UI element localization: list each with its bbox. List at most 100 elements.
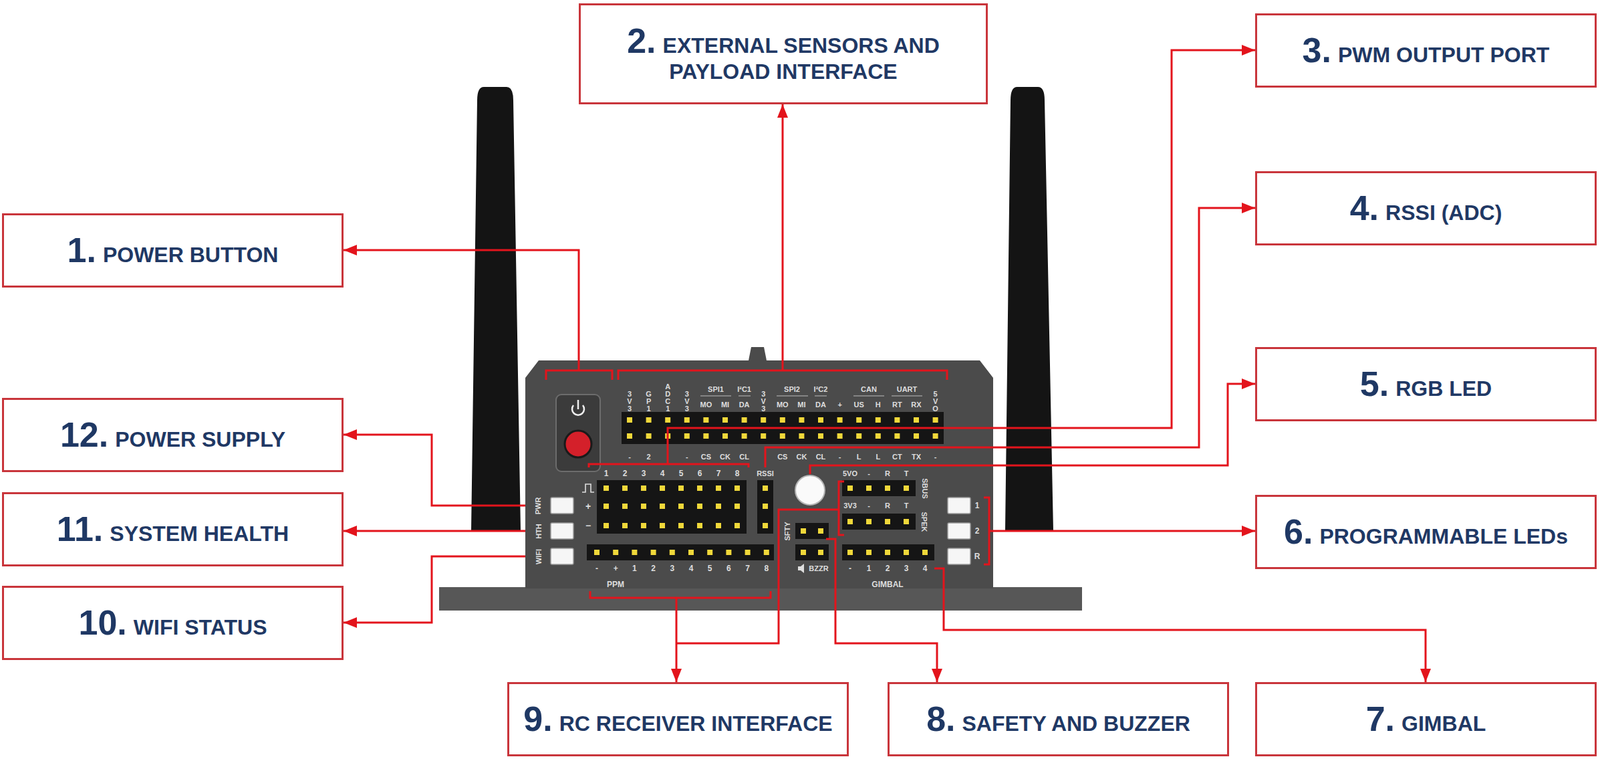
callout-box: 10.WIFI STATUS	[2, 585, 344, 660]
pin	[722, 417, 728, 423]
pin-label: R	[884, 469, 891, 478]
callout-box: 11.SYSTEM HEALTH	[2, 491, 344, 567]
pin	[703, 433, 709, 439]
pin	[678, 522, 684, 528]
group-underline	[853, 395, 885, 397]
pin-label: 2	[646, 453, 651, 461]
pin	[779, 433, 786, 439]
pin-label: 2	[622, 469, 628, 478]
pin-label: 2	[885, 564, 891, 573]
leader-line	[343, 556, 526, 623]
led	[947, 497, 971, 514]
pin	[800, 527, 807, 534]
pin-label: I²C1	[737, 385, 752, 393]
callout-label: POWER SUPPLY	[114, 427, 286, 452]
callout-box: 12.POWER SUPPLY	[2, 397, 344, 472]
pin	[715, 522, 722, 528]
callout-text: 1.POWER BUTTON	[67, 232, 279, 268]
leader-line	[781, 104, 784, 371]
pin-label: CL	[739, 453, 750, 461]
callout-box: 5.RGB LED	[1255, 346, 1597, 422]
callout-number: 10.	[78, 602, 127, 642]
callout-box: 3.PWM OUTPUT PORT	[1255, 13, 1597, 88]
power-button	[564, 430, 592, 458]
group-underline	[738, 395, 751, 397]
pin-label: SPI1	[707, 385, 724, 393]
header-strip	[842, 544, 935, 561]
header-strip	[795, 522, 829, 539]
callout-label: RGB LED	[1395, 376, 1492, 401]
pin	[800, 549, 807, 555]
pin	[903, 518, 909, 524]
pin	[622, 503, 628, 509]
callout-number: 11.	[56, 509, 103, 549]
pin-label: PPM	[606, 580, 625, 589]
callout-label: RSSI (ADC)	[1385, 200, 1502, 225]
pin-label: -	[934, 453, 938, 461]
pin	[626, 417, 633, 423]
led	[550, 497, 574, 514]
leader-line	[989, 529, 1256, 532]
leader-line	[838, 481, 845, 535]
pin-label: SFTY	[783, 521, 792, 541]
pin-label: GP1	[644, 390, 653, 413]
pin	[722, 433, 728, 439]
pin-label: 3V3	[683, 390, 691, 413]
pin-label: -	[867, 501, 871, 510]
pin	[659, 485, 665, 491]
leader-line	[343, 529, 526, 532]
callout-number: 6.	[1283, 511, 1313, 551]
pin-label: 7	[716, 469, 722, 478]
pin	[762, 503, 768, 509]
pin	[664, 417, 671, 423]
pin	[741, 433, 748, 439]
pin-label: L	[875, 453, 881, 461]
rgb-led	[795, 475, 825, 505]
pin	[875, 417, 881, 423]
pin	[779, 417, 786, 423]
pin	[603, 485, 609, 491]
callout-number: 5.	[1360, 364, 1389, 404]
header-strip	[596, 479, 747, 534]
pin-label: UART	[896, 385, 918, 393]
pin-label: RT	[892, 401, 903, 409]
group-underline	[891, 395, 923, 397]
pin-label: DA	[815, 401, 827, 409]
callout-box: 6.PROGRAMMABLE LEDs	[1255, 494, 1597, 569]
pin	[603, 522, 609, 528]
callout-text: 4.RSSI (ADC)	[1350, 190, 1503, 226]
pin-label: 4	[660, 469, 665, 478]
callout-text: 9.RC RECEIVER INTERFACE	[523, 701, 833, 736]
leader-line	[934, 568, 1426, 682]
pin-label: 1	[866, 564, 872, 573]
pin	[866, 549, 872, 555]
callout-label: PWM OUTPUT PORT	[1338, 42, 1550, 67]
leader-line	[343, 434, 526, 506]
status-leds	[550, 497, 971, 565]
pin	[678, 485, 684, 491]
pin	[847, 485, 853, 491]
leader-line	[343, 249, 579, 371]
pin-label: ADC1	[664, 382, 672, 413]
pin	[866, 485, 872, 491]
pin	[922, 549, 928, 555]
pin-label: I²C2	[814, 385, 829, 393]
pin-label: MO	[776, 401, 789, 409]
callout-number: 1.	[67, 230, 97, 270]
leader-line	[765, 207, 1256, 468]
pin-label: 8	[763, 564, 769, 573]
pin-label: 5	[707, 564, 713, 573]
callout-label: PROGRAMMABLE LEDs	[1319, 523, 1568, 549]
pin	[818, 527, 824, 534]
pin	[856, 433, 862, 439]
led	[947, 548, 971, 565]
pin-label: H	[875, 401, 881, 409]
pin-label: +	[613, 564, 619, 573]
callout-label: WIFI STATUS	[133, 614, 268, 639]
leader-line	[676, 509, 839, 643]
pin-label: TX	[911, 453, 921, 461]
pin-label: 3	[641, 469, 647, 478]
callout-box: 1.POWER BUTTON	[2, 213, 344, 288]
pin-label: MI	[721, 401, 730, 409]
pin	[707, 549, 713, 555]
